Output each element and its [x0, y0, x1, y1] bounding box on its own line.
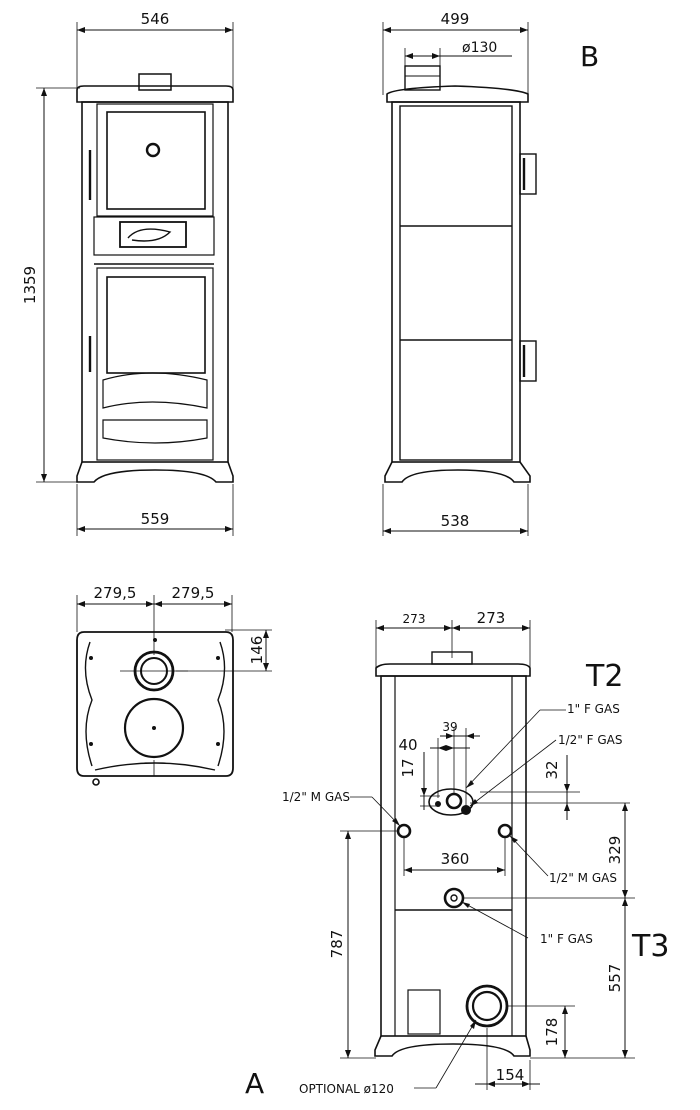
rear-dim-32-label: 32 — [543, 760, 561, 779]
rear-dim-360-label: 360 — [441, 850, 470, 868]
side-width-base-label: 538 — [441, 512, 470, 530]
rear-view: 273 273 T2 T3 A 39 40 — [245, 609, 669, 1100]
conn-half-m-gas-left-label: 1/2" M GAS — [282, 790, 350, 804]
top-flue-offset-label: 146 — [248, 636, 266, 665]
rear-dim-329-label: 329 — [606, 836, 624, 865]
front-view: 546 1359 559 — [21, 10, 234, 536]
conn-1-f-gas-top-label: 1" F GAS — [567, 702, 620, 716]
side-view: 499 ø130 B 538 — [382, 10, 599, 536]
rear-dim-787-label: 787 — [328, 930, 346, 959]
rear-dim-154-label: 154 — [496, 1066, 525, 1084]
rear-half-width-left-label: 273 — [403, 612, 426, 626]
optional-flue-label: OPTIONAL ø120 — [299, 1082, 394, 1096]
label-t2: T2 — [585, 659, 623, 694]
view-label-b: B — [580, 40, 599, 73]
conn-half-m-gas-right-label: 1/2" M GAS — [549, 871, 617, 885]
label-t3: T3 — [631, 929, 669, 964]
top-half-width-right-label: 279,5 — [172, 584, 215, 602]
conn-half-f-gas-label: 1/2" F GAS — [558, 733, 623, 747]
view-label-a: A — [245, 1067, 264, 1100]
side-width-top-label: 499 — [441, 10, 470, 28]
front-width-top-label: 546 — [141, 10, 170, 28]
top-view: 279,5 279,5 146 — [76, 584, 272, 786]
side-flue-diameter-label: ø130 — [462, 40, 497, 56]
rear-dim-17-label: 17 — [399, 758, 417, 777]
front-height-label: 1359 — [21, 266, 39, 304]
rear-dim-557-label: 557 — [606, 964, 624, 993]
rear-dim-40-label: 40 — [398, 736, 417, 754]
front-width-base-label: 559 — [141, 510, 170, 528]
conn-1-f-gas-bottom-label: 1" F GAS — [540, 932, 593, 946]
rear-dim-39-label: 39 — [442, 720, 457, 734]
rear-half-width-right-label: 273 — [477, 609, 506, 627]
rear-dim-178-label: 178 — [543, 1018, 561, 1047]
top-half-width-left-label: 279,5 — [94, 584, 137, 602]
